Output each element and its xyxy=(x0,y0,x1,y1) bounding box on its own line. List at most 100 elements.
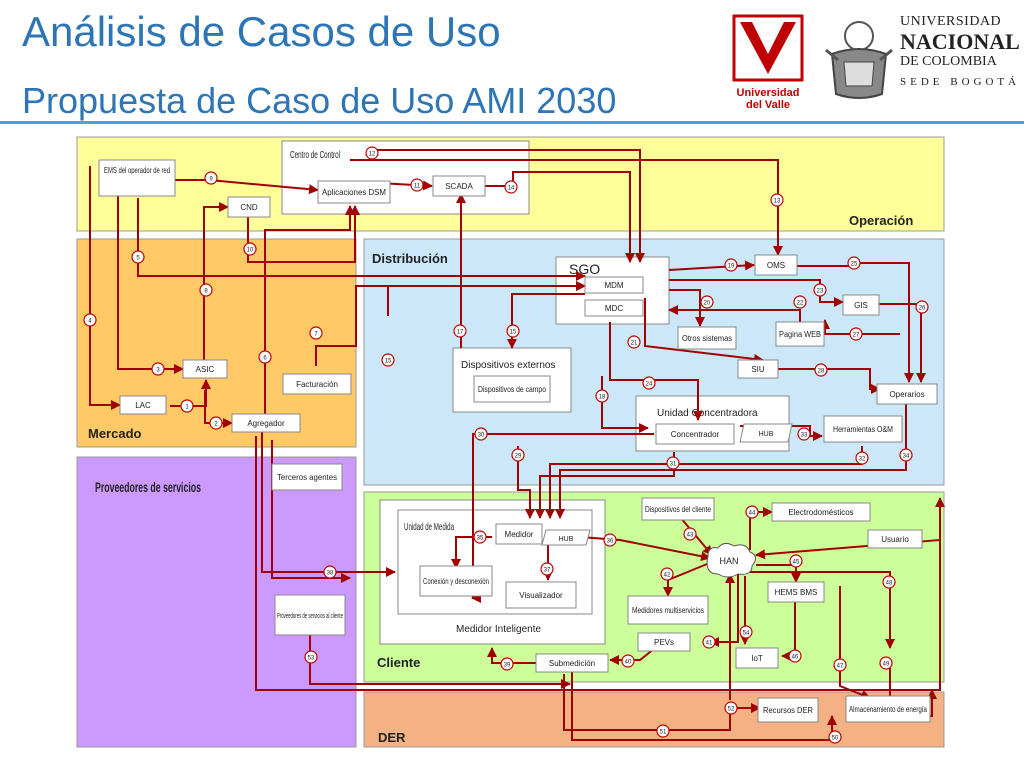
link-marker-label-25: 25 xyxy=(851,262,858,268)
link-8 xyxy=(203,202,229,360)
univalle-logo: Universidad del Valle xyxy=(732,14,804,111)
node-recursos-der-label: Recursos DER xyxy=(763,706,813,715)
label-proveedores: Proveedores de servicios xyxy=(95,479,201,495)
node-operarios-label: Operarios xyxy=(889,390,924,399)
link-marker-label-15: 15 xyxy=(385,359,392,365)
link-12 xyxy=(372,149,645,263)
label-cliente: Cliente xyxy=(377,655,420,670)
label-mercado: Mercado xyxy=(88,426,142,441)
node-medidor-label: Medidor xyxy=(505,530,534,539)
link-marker-label-13: 13 xyxy=(774,199,781,205)
node-iot-label: IoT xyxy=(751,654,763,663)
node-scada-label: SCADA xyxy=(445,182,473,191)
link-marker-12 xyxy=(365,146,379,160)
node-conexion-label: Conexión y desconexión xyxy=(423,577,489,586)
link-marker-48 xyxy=(882,575,896,589)
node-hems-label: HEMS BMS xyxy=(775,588,818,597)
node-hub-medidor xyxy=(541,529,591,546)
node-iot xyxy=(735,647,779,669)
node-facturacion xyxy=(282,373,352,395)
link-10 xyxy=(247,205,360,263)
node-terceros-label: Terceros agentes xyxy=(277,473,337,482)
link-marker-18 xyxy=(595,389,609,403)
link-20 xyxy=(669,289,705,327)
node-submedicion-label: Submedición xyxy=(549,659,595,668)
link-19 xyxy=(668,260,755,271)
link-marker-22 xyxy=(793,295,807,309)
node-han-label: HAN xyxy=(719,556,738,566)
link-marker-label-4: 4 xyxy=(88,319,92,325)
link-marker-13 xyxy=(770,193,784,207)
node-pevs-label: PEVs xyxy=(654,638,674,647)
link-50 xyxy=(571,672,837,741)
node-mdc xyxy=(584,299,644,317)
link-marker-label-3: 3 xyxy=(156,368,160,374)
link-marker-46 xyxy=(788,649,802,663)
label-sgo: SGO xyxy=(569,261,600,277)
link-marker-label-7: 7 xyxy=(314,332,318,338)
link-marker-51 xyxy=(656,724,670,738)
link-marker-label-14: 14 xyxy=(508,186,515,192)
link-marker-label-22: 22 xyxy=(797,301,804,307)
link-5 xyxy=(137,198,586,281)
page-title: Análisis de Casos de Uso xyxy=(22,8,501,55)
link-marker-label-2: 2 xyxy=(214,422,218,428)
link-marker-label-38: 38 xyxy=(327,571,334,577)
link-15 xyxy=(387,281,586,316)
node-cnd xyxy=(227,196,271,218)
link-marker-label-15: 15 xyxy=(510,330,517,336)
link-marker-label-48: 48 xyxy=(886,581,893,587)
link-marker-label-21: 21 xyxy=(631,341,638,347)
node-medidores-multi xyxy=(627,595,709,625)
link-marker-30 xyxy=(474,427,488,441)
link-marker-label-19: 19 xyxy=(728,264,735,270)
label-der: DER xyxy=(378,730,406,745)
label-centro-control: Centro de Control xyxy=(290,150,340,161)
link-marker-39 xyxy=(500,657,514,671)
node-aplicaciones-dsm-label: Aplicaciones DSM xyxy=(322,188,386,197)
link-marker-36 xyxy=(603,533,617,547)
label-dispositivos-externos: Dispositivos externos xyxy=(461,360,555,371)
link-marker-35 xyxy=(473,530,487,544)
link-marker-26 xyxy=(915,300,929,314)
node-operarios xyxy=(876,383,938,405)
link-marker-label-24: 24 xyxy=(646,382,653,388)
link-marker-43 xyxy=(683,527,697,541)
node-electrodomesticos-label: Electrodomésticos xyxy=(788,508,853,517)
link-number-markers: 1234567891011121314151517181920212223242… xyxy=(83,146,929,744)
node-mdm xyxy=(584,276,644,294)
label-unidad-concentradora: Unidad Concentradora xyxy=(657,408,758,419)
node-ems xyxy=(98,159,176,197)
link-marker-1 xyxy=(180,399,194,413)
link-marker-5 xyxy=(131,250,145,264)
node-herramientas xyxy=(823,415,903,443)
node-agregador-label: Agregador xyxy=(247,419,285,428)
link-marker-37 xyxy=(540,562,554,576)
node-siu-label: SIU xyxy=(751,365,765,374)
link-14 xyxy=(485,171,635,263)
unal-line3: DE COLOMBIA xyxy=(900,54,997,69)
unal-line1: UNIVERSIDAD xyxy=(900,14,1002,29)
link-marker-17 xyxy=(453,324,467,338)
node-medidores-multi-label: Medidores multiservicios xyxy=(632,606,704,615)
node-gis xyxy=(842,294,880,316)
link-marker-47 xyxy=(833,658,847,672)
univalle-emblem-icon xyxy=(732,14,804,82)
link-marker-38 xyxy=(323,565,337,579)
link-marker-label-32: 32 xyxy=(859,457,866,463)
node-otros-sistemas xyxy=(677,326,737,350)
node-almacenamiento xyxy=(845,695,931,723)
link-21 xyxy=(644,298,764,364)
link-27 xyxy=(820,319,900,335)
link-13 xyxy=(350,159,783,256)
node-conexion xyxy=(419,565,493,597)
unal-wordmark: UNIVERSIDAD NACIONAL DE COLOMBIA SEDE BO… xyxy=(900,14,1020,88)
univalle-name-line2: del Valle xyxy=(745,99,791,111)
unal-seal xyxy=(822,14,896,104)
node-hub-medidor-label: HUB xyxy=(559,536,574,543)
link-48 xyxy=(748,571,895,649)
node-pagina-web xyxy=(775,321,825,347)
link-marker-33 xyxy=(797,427,811,441)
node-pevs xyxy=(637,632,691,652)
link-marker-label-45: 45 xyxy=(793,560,800,566)
